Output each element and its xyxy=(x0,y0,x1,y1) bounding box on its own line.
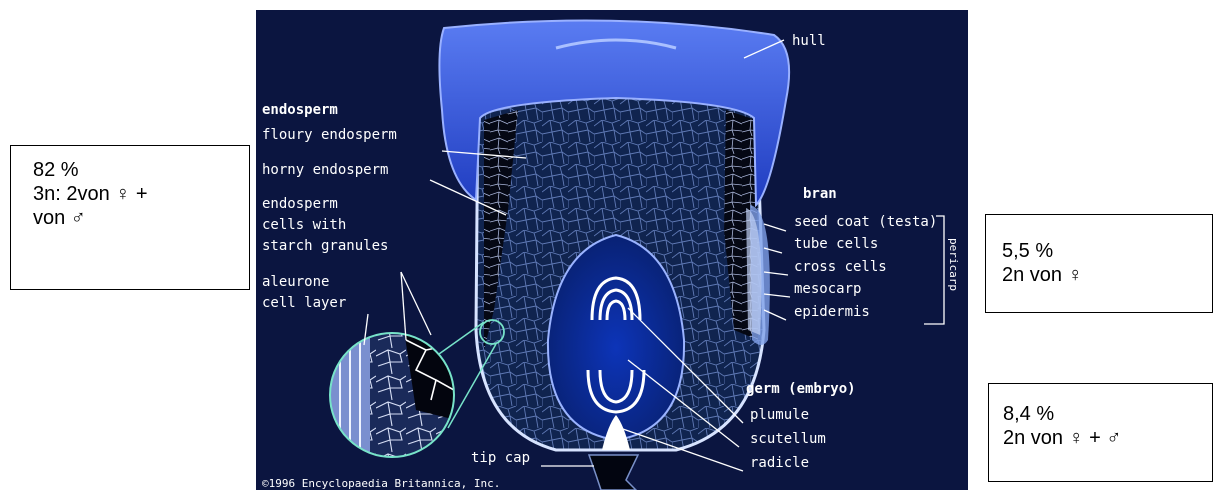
copyright-text: ©1996 Encyclopaedia Britannica, Inc. xyxy=(262,477,500,490)
label-hull: hull xyxy=(792,33,826,49)
label-cross-cells: cross cells xyxy=(794,259,887,275)
label-radicle: radicle xyxy=(750,455,809,471)
label-epidermis: epidermis xyxy=(794,304,870,320)
label-floury-endosperm: floury endosperm xyxy=(262,127,397,143)
label-tip-cap: tip cap xyxy=(471,450,530,466)
bran-note-box: 5,5 % 2n von ♀ xyxy=(985,214,1213,313)
label-aleurone-2: cell layer xyxy=(262,295,346,311)
bran-percent: 5,5 % xyxy=(1002,239,1212,263)
label-endosperm-cells-2: cells with xyxy=(262,217,346,233)
label-plumule: plumule xyxy=(750,407,809,423)
endosperm-note-box: 82 % 3n: 2von ♀ + von ♂ xyxy=(10,145,250,290)
germ-note-box: 8,4 % 2n von ♀ + ♂ xyxy=(988,383,1213,482)
label-horny-endosperm: horny endosperm xyxy=(262,162,388,178)
label-endosperm-heading: endosperm xyxy=(262,102,338,118)
endosperm-ploidy-line1: 3n: 2von ♀ + xyxy=(33,182,249,206)
wheat-kernel-diagram: hull endosperm floury endosperm horny en… xyxy=(256,10,968,490)
label-seed-coat: seed coat (testa) xyxy=(794,214,937,230)
endosperm-percent: 82 % xyxy=(33,158,249,182)
label-tube-cells: tube cells xyxy=(794,236,878,252)
label-scutellum: scutellum xyxy=(750,431,826,447)
label-endosperm-cells-3: starch granules xyxy=(262,238,388,254)
endosperm-ploidy-line2: von ♂ xyxy=(33,206,249,230)
label-germ-heading: germ (embryo) xyxy=(746,381,856,397)
germ-ploidy: 2n von ♀ + ♂ xyxy=(1003,426,1212,450)
label-mesocarp: mesocarp xyxy=(794,281,861,297)
label-bran-heading: bran xyxy=(803,186,837,202)
label-aleurone-1: aleurone xyxy=(262,274,329,290)
bran-ploidy: 2n von ♀ xyxy=(1002,263,1212,287)
germ-percent: 8,4 % xyxy=(1003,402,1212,426)
label-pericarp: pericarp xyxy=(947,238,960,291)
label-endosperm-cells-1: endosperm xyxy=(262,196,338,212)
